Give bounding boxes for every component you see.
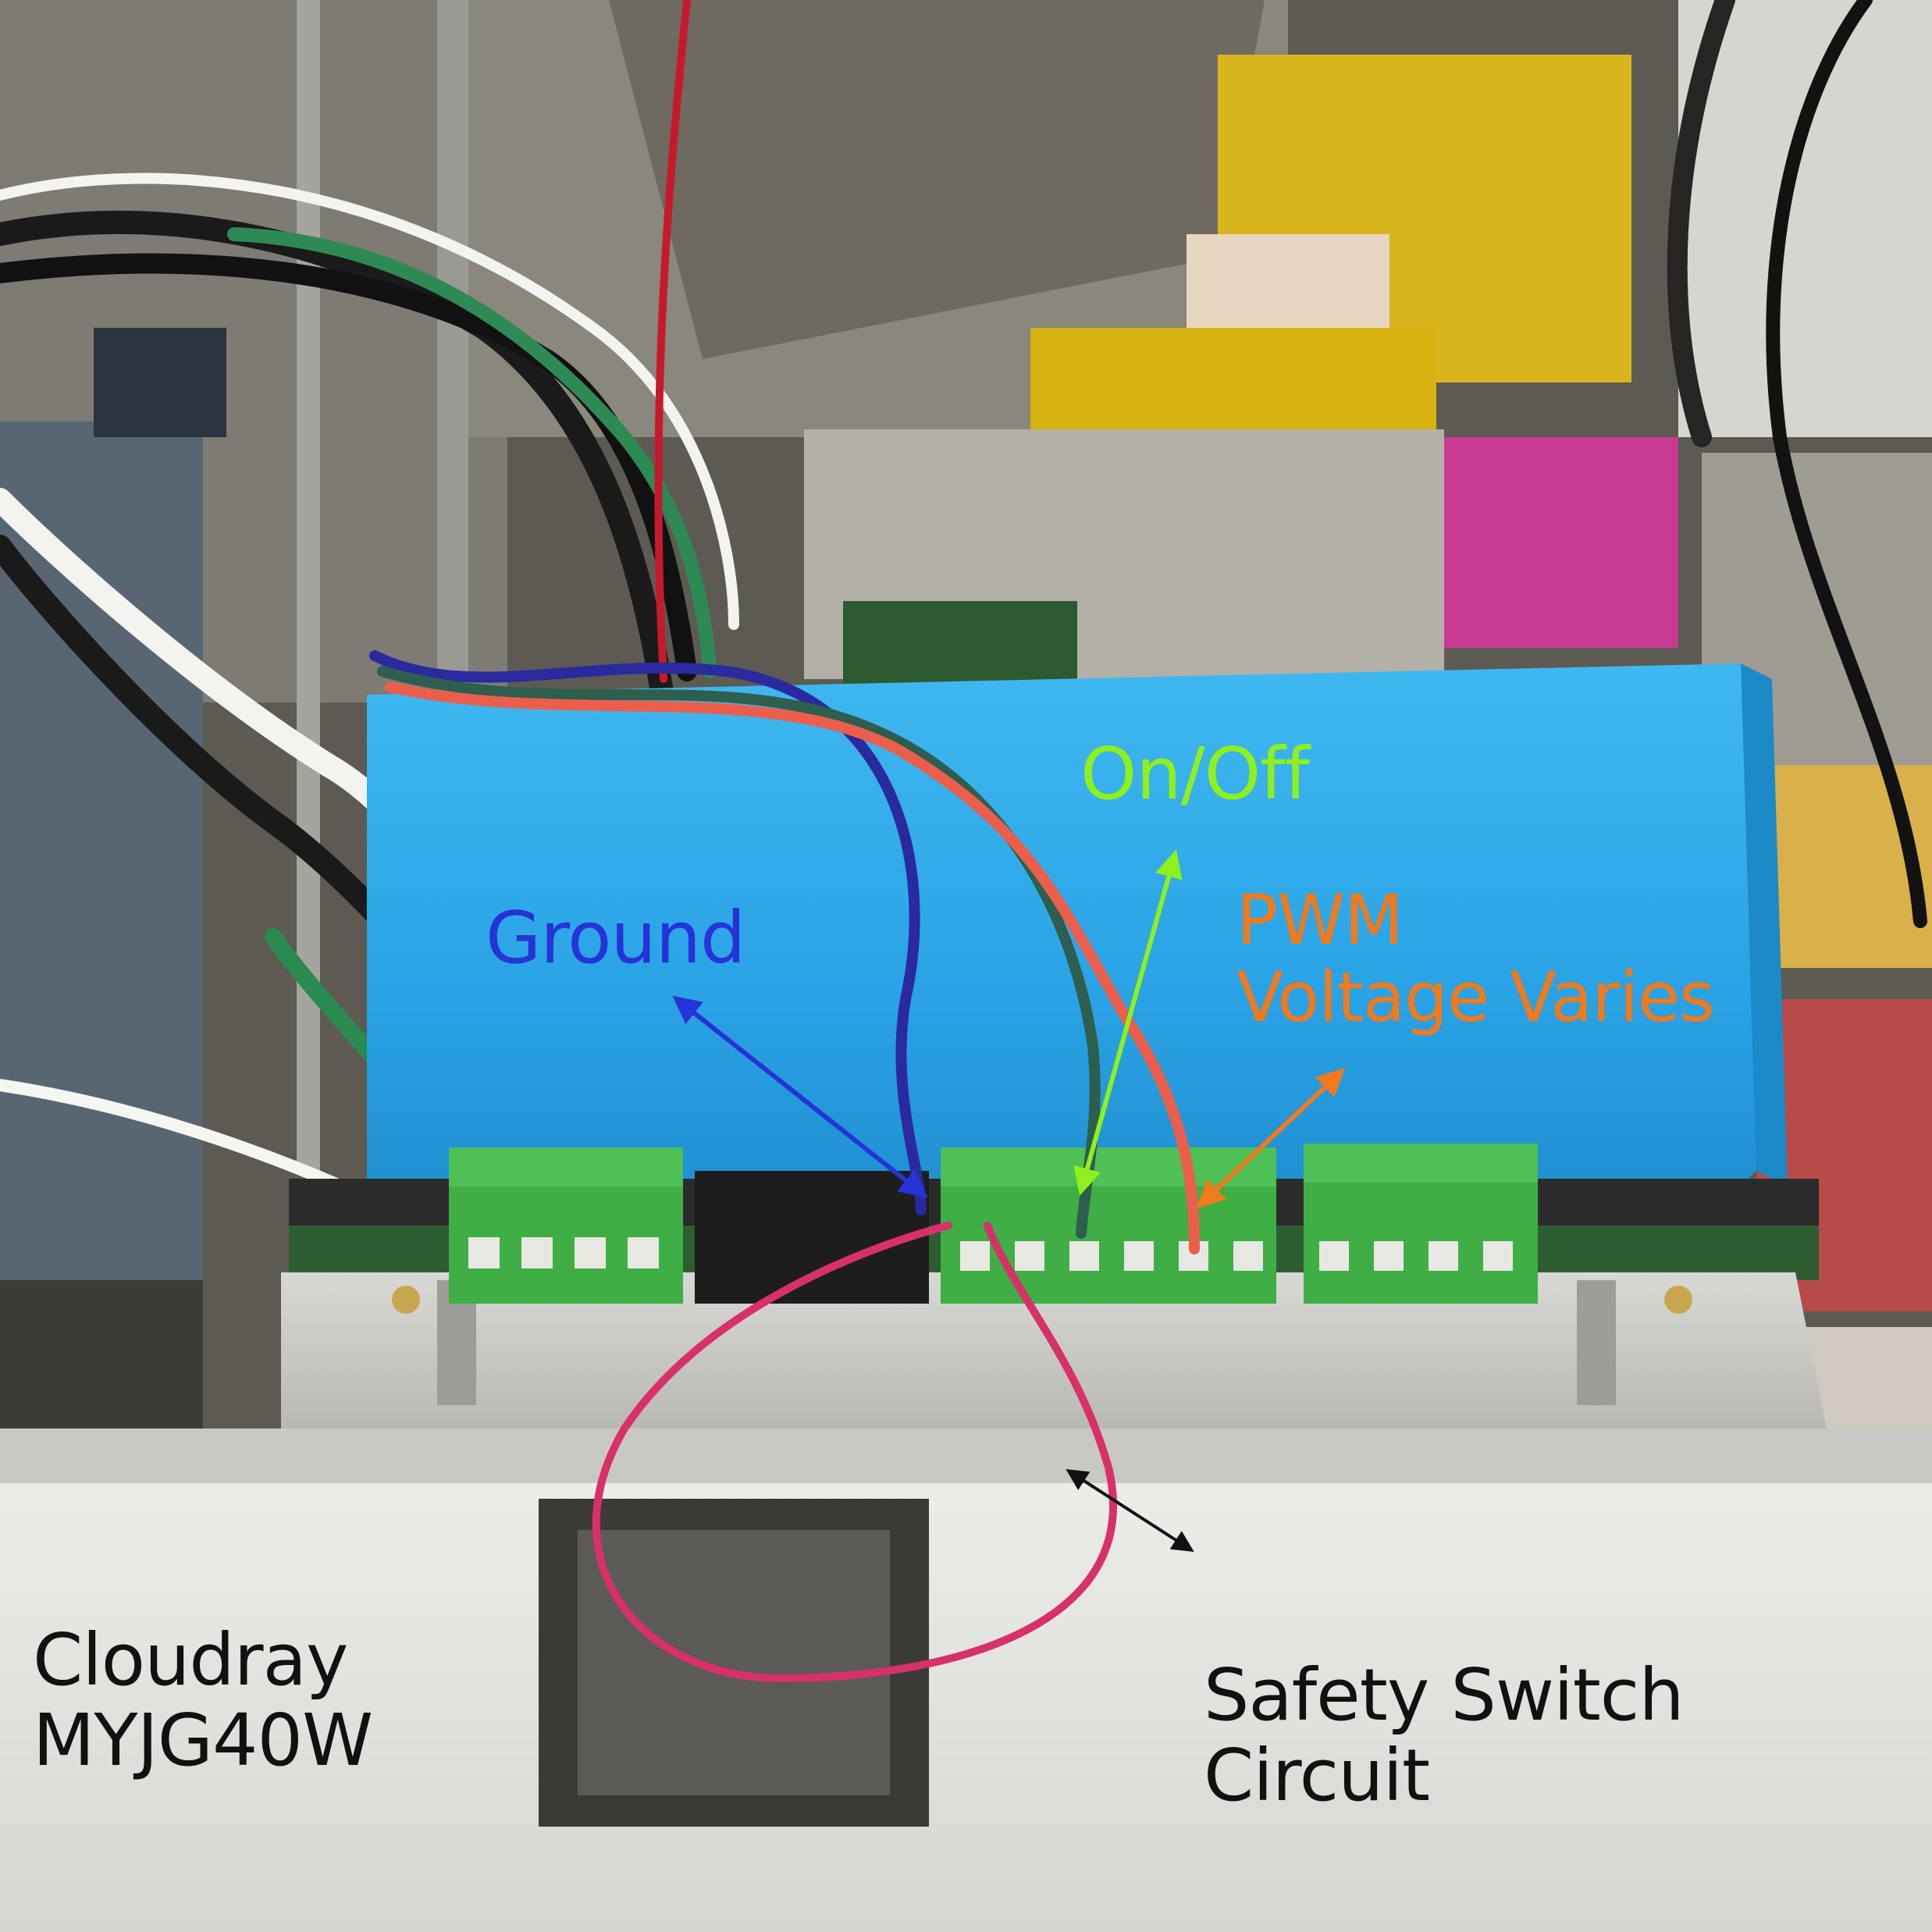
safety-arrow-icon	[1066, 1468, 1194, 1553]
on-off-label: On/Off	[1080, 732, 1310, 816]
safety-label-line2: Circuit	[1204, 1734, 1430, 1818]
safety-switch-label: Safety Switch Circuit	[1204, 1653, 1685, 1818]
ground-label: Ground	[486, 896, 745, 980]
pwm-label: PWM Voltage Varies	[1236, 880, 1715, 1037]
pwm-label-line2: Voltage Varies	[1236, 956, 1715, 1037]
model-label-line1: Cloudray	[33, 1618, 348, 1702]
pwm-arrow-icon	[1196, 1068, 1346, 1208]
model-label: Cloudray MYJG40W	[33, 1618, 373, 1783]
terminal-blocks	[449, 1144, 1538, 1304]
model-label-line2: MYJG40W	[33, 1699, 373, 1783]
ground-arrow-icon	[672, 995, 928, 1198]
safety-label-line1: Safety Switch	[1204, 1653, 1685, 1737]
on-off-arrow-icon	[1073, 849, 1183, 1196]
pwm-label-line1: PWM	[1236, 880, 1404, 960]
